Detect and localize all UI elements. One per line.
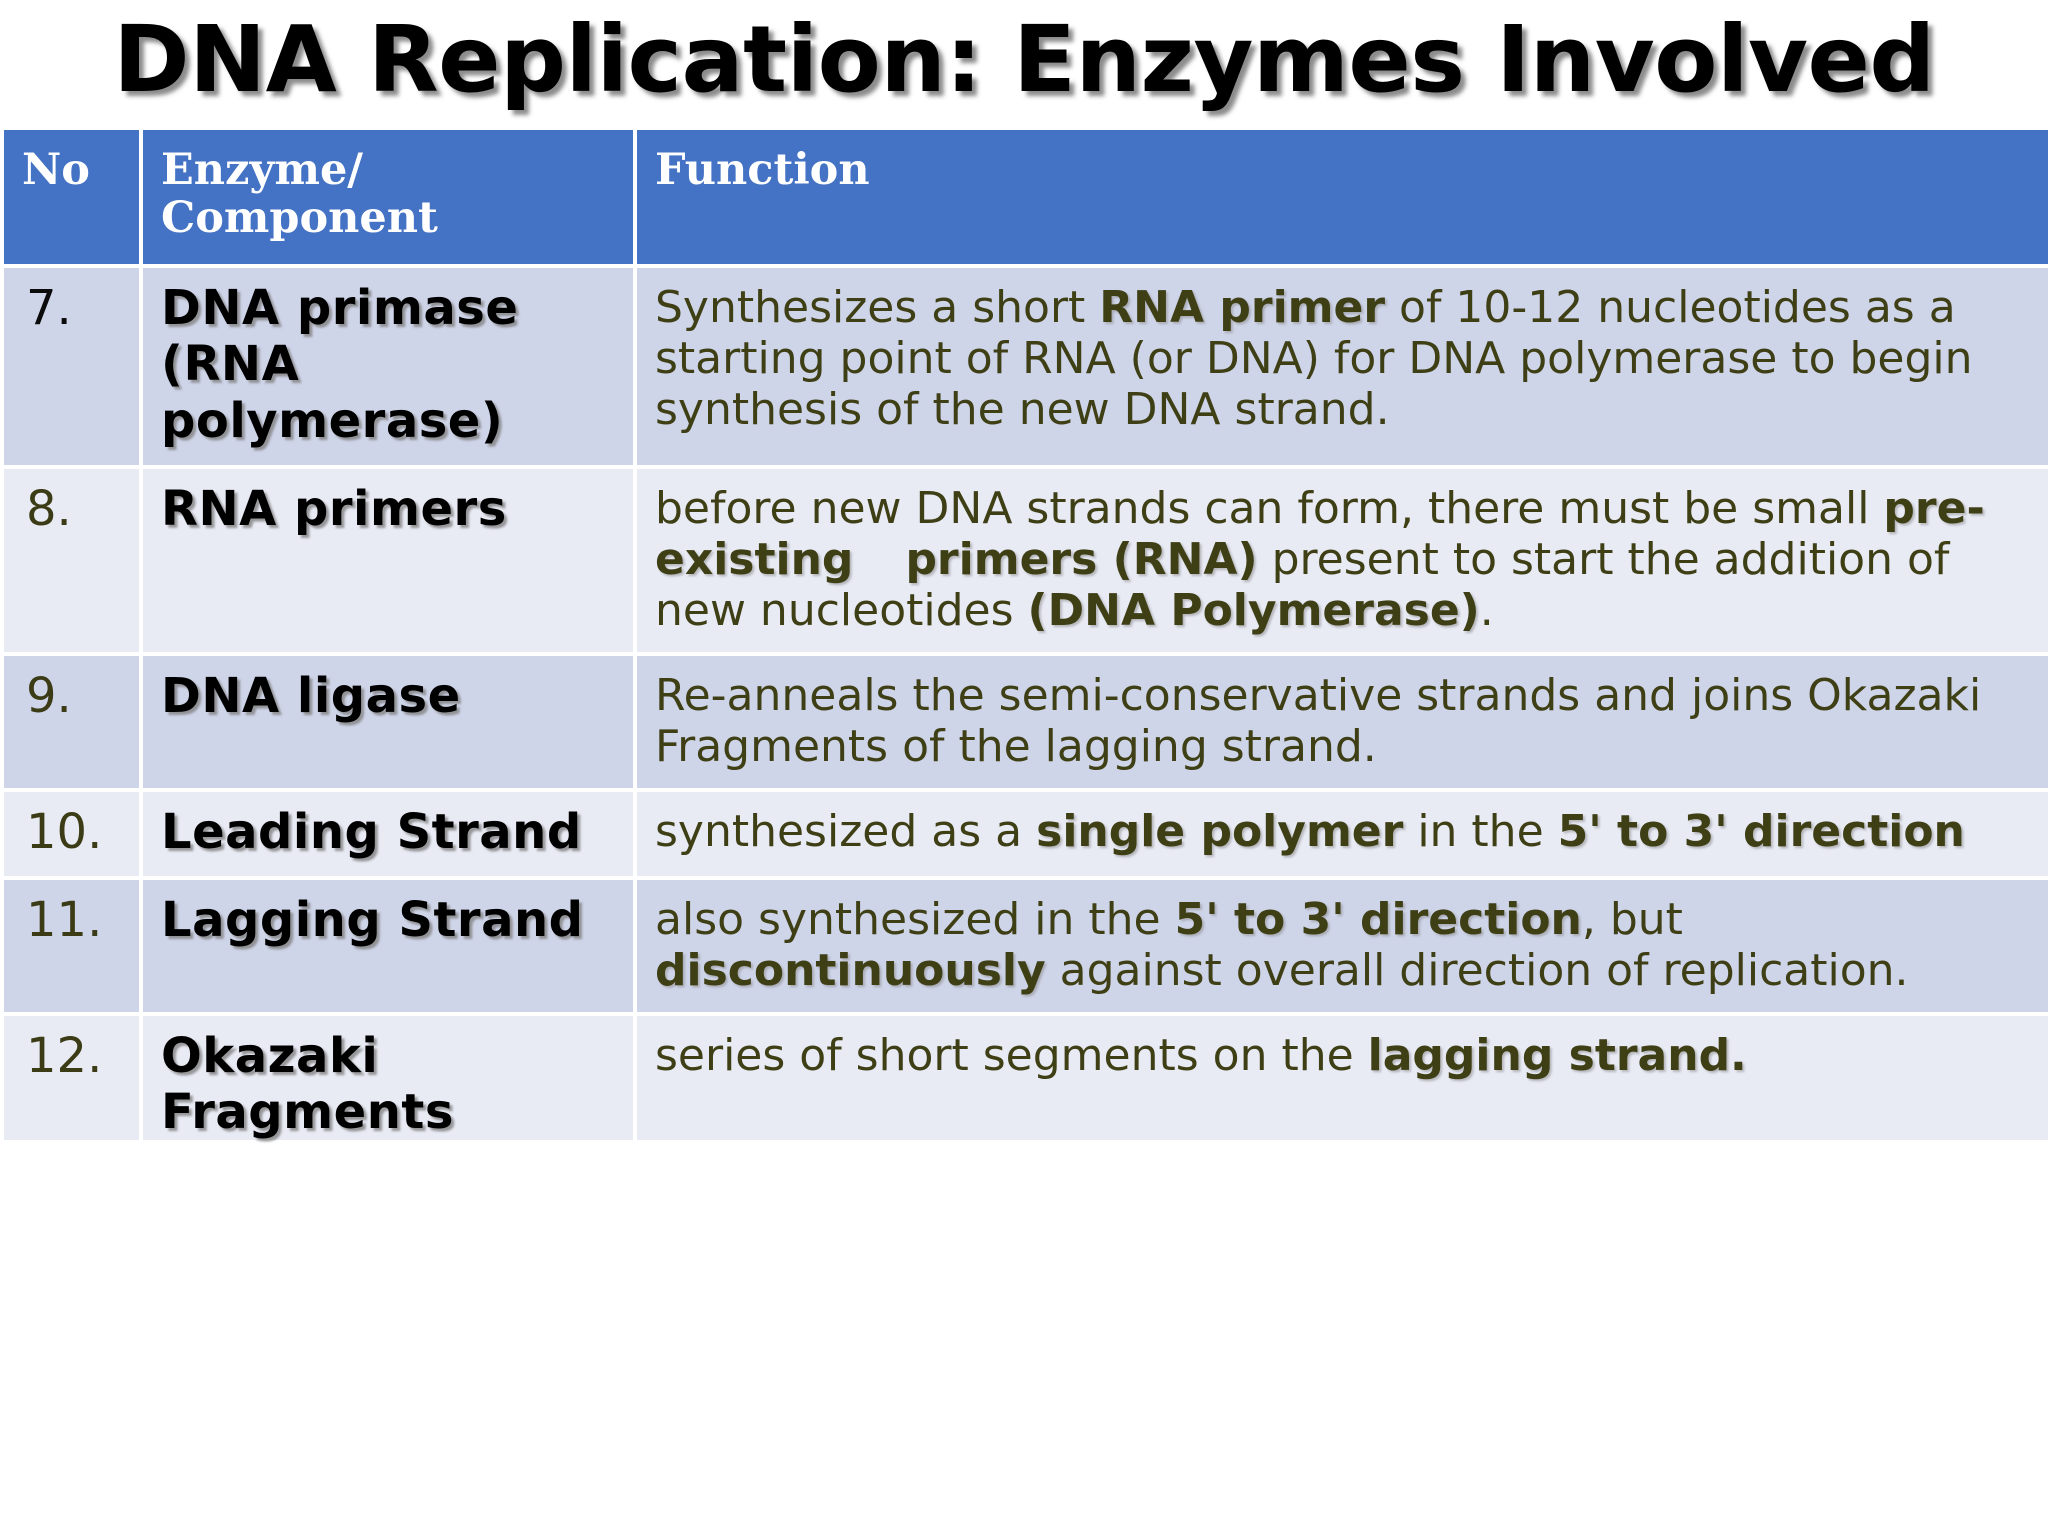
function-text: Synthesizes a short [655,282,1100,334]
column-header-enzyme-line2: Component [161,193,438,244]
function-emphasis: lagging strand. [1367,1030,1747,1082]
row-number: 8. [4,468,139,652]
function-text: series of short segments on the [655,1030,1368,1082]
table-header: No Enzyme/Component Function [4,130,2048,265]
row-number: 12. [4,1016,139,1141]
function-emphasis: primers (RNA) [905,533,1258,585]
enzyme-name-line: DNA primase [161,280,519,337]
row-number: 7. [4,268,139,465]
function-text: against overall direction of replication… [1045,945,1909,997]
row-number: 9. [4,655,139,788]
function-description: series of short segments on the lagging … [637,1016,2048,1141]
function-description: Synthesizes a short RNA primer of 10-12 … [637,268,2048,465]
row-number: 11. [4,880,139,1013]
enzyme-name-line: Okazaki [161,1028,379,1085]
column-header-enzyme-line1: Enzyme/ [161,145,364,195]
column-header-function: Function [637,130,2048,265]
function-text: Re-anneals the semi-conservative strands… [655,669,1982,772]
function-text: synthesized as a [655,805,1037,857]
function-emphasis: (DNA Polymerase) [1027,584,1480,636]
enzyme-name: Leading Strand [143,791,633,877]
function-text: . [1479,584,1494,636]
column-header-enzyme: Enzyme/Component [143,130,633,265]
enzyme-name: RNA primers [143,468,633,652]
enzyme-name: Lagging Strand [143,880,633,1013]
enzyme-name-line: Fragments [161,1084,454,1141]
function-text: in the [1403,805,1558,857]
function-text: present to start the addition of new nuc… [655,533,1950,636]
function-emphasis: single polymer [1036,805,1404,857]
page-title: DNA Replication: Enzymes Involved [113,6,1935,113]
function-emphasis: 5' to 3' direction [1557,805,1965,857]
function-text: before new DNA strands can form, there m… [655,482,1884,534]
table-row: 8.RNA primers before new DNA strands can … [4,468,2048,652]
function-emphasis: pre-existing [655,482,1985,585]
table-header-row: No Enzyme/Component Function [4,130,2048,265]
enzymes-table: No Enzyme/Component Function 7.DNA prima… [0,126,2048,1144]
function-description: before new DNA strands can form, there m… [637,468,2048,652]
function-text: , but [1581,894,1683,946]
row-number: 10. [4,791,139,877]
function-emphasis: discontinuously [655,945,1046,997]
enzyme-name-line: polymerase) [161,392,504,449]
function-text: also synthesized in the [655,894,1175,946]
column-header-no: No [4,130,139,265]
function-description: also synthesized in the 5' to 3' directi… [637,880,2048,1013]
function-text: of 10-12 nucleotides as a starting point… [655,282,1973,436]
function-emphasis: 5' to 3' direction [1174,894,1582,946]
function-emphasis: RNA primer [1099,282,1386,334]
function-description: Re-anneals the semi-conservative strands… [637,655,2048,788]
enzyme-name-line: (RNA [161,336,300,393]
enzyme-name: DNA ligase [143,655,633,788]
function-description: synthesized as a single polymer in the 5… [637,791,2048,877]
